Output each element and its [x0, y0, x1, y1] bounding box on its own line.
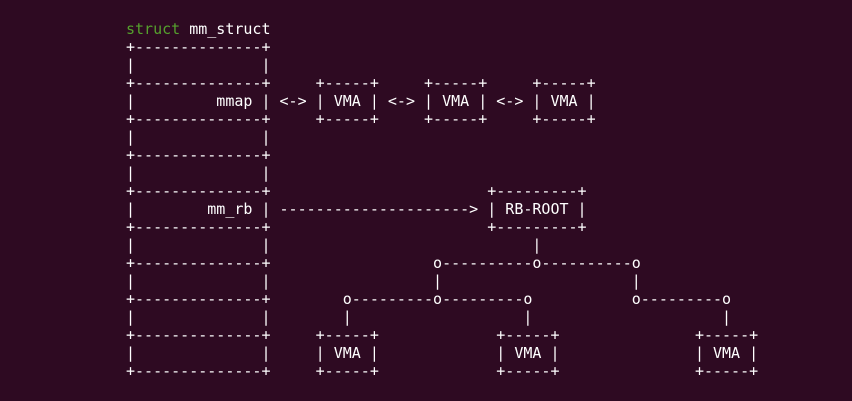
ascii-line: +--------------+ [126, 146, 271, 164]
ascii-line: | | | | | [126, 308, 732, 326]
ascii-line: +--------------+ +---------+ [126, 182, 587, 200]
ascii-line: +--------------+ [126, 38, 271, 56]
ascii-line: | | [126, 128, 271, 146]
ascii-line: +--------------+ +---------+ [126, 218, 587, 236]
ascii-line: | | [126, 56, 271, 74]
ascii-line: +--------------+ +-----+ +-----+ +-----+ [126, 110, 596, 128]
ascii-line: | | | | [126, 272, 641, 290]
ascii-line-mmap-row: | mmap | <-> | VMA | <-> | VMA | <-> | V… [126, 92, 596, 110]
struct-keyword: struct [126, 20, 181, 38]
ascii-line-tree-root-row: +--------------+ o----------o----------o [126, 254, 641, 272]
ascii-line: | | | [126, 236, 542, 254]
ascii-line: | | [126, 164, 271, 182]
struct-name: mm_struct [180, 20, 271, 38]
ascii-diagram: struct mm_struct +--------------+ | | +-… [126, 20, 852, 380]
ascii-line-tree-level2-row: +--------------+ o---------o---------o o… [126, 290, 732, 308]
ascii-line-vma-leaf-row: | | | VMA | | VMA | | VMA | [126, 344, 759, 362]
ascii-line: +--------------+ +-----+ +-----+ +-----+ [126, 74, 596, 92]
ascii-line-mm-rb-row: | mm_rb | ---------------------> | RB-RO… [126, 200, 587, 218]
ascii-line: +--------------+ +-----+ +-----+ +-----+ [126, 326, 759, 344]
ascii-line: +--------------+ +-----+ +-----+ +-----+ [126, 362, 759, 380]
struct-declaration-line: struct mm_struct [126, 20, 852, 38]
